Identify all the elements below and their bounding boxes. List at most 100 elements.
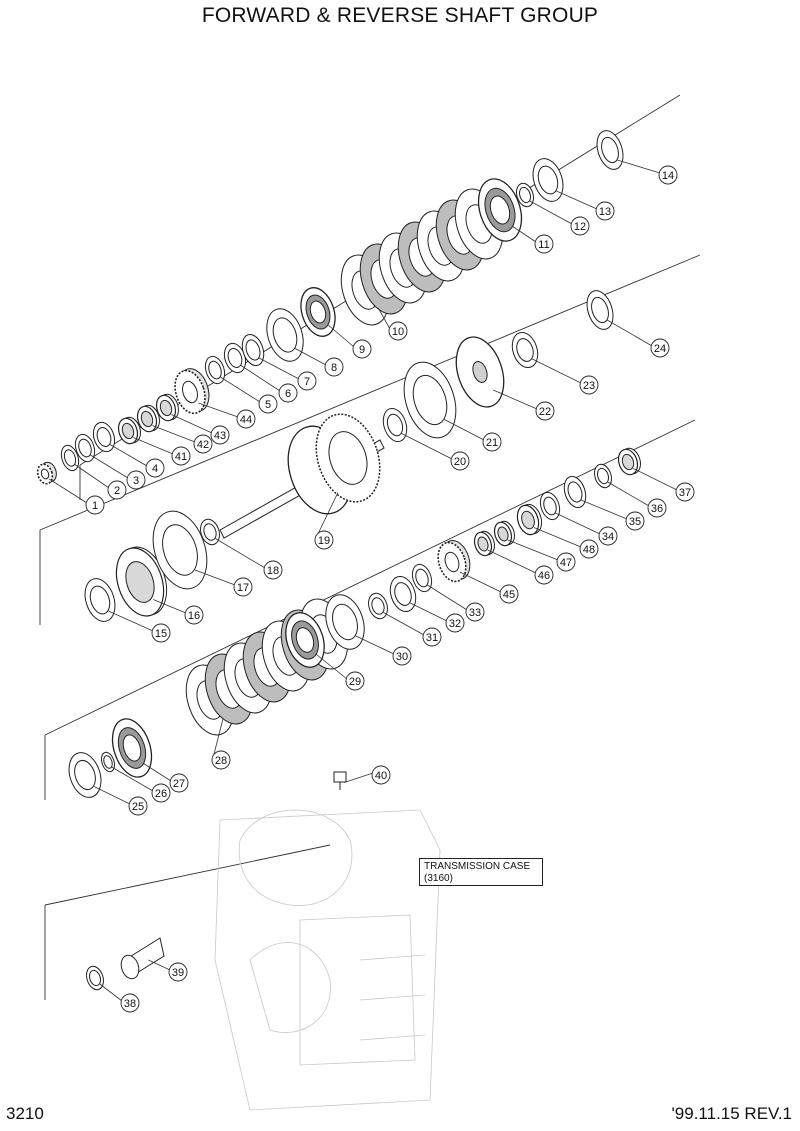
callout-bubble-15 (151, 623, 171, 643)
callout-bubble-33 (465, 602, 485, 622)
callout-46: 46 (534, 565, 554, 585)
callout-15: 15 (151, 623, 171, 643)
callout-bubble-6 (278, 383, 298, 403)
callout-number: 40 (375, 770, 387, 782)
leader-7 (258, 357, 300, 380)
part-15 (84, 578, 116, 622)
callout-number: 23 (583, 380, 595, 392)
callout-bubble-45 (499, 584, 519, 604)
part-17 (152, 510, 208, 590)
part-16 (115, 546, 168, 617)
page-title: FORWARD & REVERSE SHAFT GROUP (201, 4, 599, 27)
callout-number: 44 (240, 414, 252, 426)
leader-45 (459, 571, 502, 593)
leader-43 (171, 414, 213, 434)
leader-30 (355, 635, 395, 655)
callout-number: 25 (132, 801, 144, 813)
callout-bubble-21 (482, 432, 502, 452)
callout-bubble-28 (211, 750, 231, 770)
part-18-inner (203, 523, 217, 541)
leader-29 (315, 653, 348, 680)
parts-layer (36, 130, 641, 991)
leader-2 (74, 464, 110, 489)
part-43 (155, 393, 179, 422)
part-12 (516, 182, 534, 208)
callout-bubble-41 (171, 446, 191, 466)
part-47-bore (497, 526, 509, 542)
callout-22: 22 (535, 401, 555, 421)
part-35-inner (567, 481, 583, 503)
part-4-inner (96, 427, 112, 447)
callout-41: 41 (171, 446, 191, 466)
case-outline-1 (214, 809, 441, 1111)
callout-bubble-38 (120, 993, 140, 1013)
part-13 (532, 158, 564, 202)
part-11-bore (489, 195, 511, 225)
callout-13: 13 (595, 201, 615, 221)
part-27-bore (122, 734, 142, 762)
part-24-inner (591, 296, 609, 324)
part-37 (617, 447, 641, 476)
leader-17 (194, 569, 236, 586)
callout-bubble-2 (107, 480, 127, 500)
callout-39: 39 (168, 962, 188, 982)
callout-number: 28 (215, 755, 227, 767)
callout-30: 30 (392, 646, 412, 666)
part-2-inner (63, 449, 77, 467)
callout-40: 40 (371, 765, 391, 785)
part-30 (325, 594, 365, 650)
leader-36 (607, 481, 650, 507)
leader-46 (487, 549, 537, 574)
callout-number: 15 (155, 628, 167, 640)
callout-32: 32 (445, 613, 465, 633)
transmission-case-label: TRANSMISSION CASE (3160) (419, 858, 543, 886)
callout-number: 43 (214, 430, 226, 442)
part-46-bore (477, 536, 489, 552)
leader-40 (344, 772, 374, 783)
callout-36: 36 (647, 498, 667, 518)
group-frame-3 (44, 419, 696, 800)
callout-29: 29 (345, 671, 365, 691)
part-23 (511, 331, 539, 369)
leader-9 (327, 324, 355, 348)
callout-number: 45 (503, 589, 515, 601)
page-number: 3210 (6, 1104, 44, 1123)
callout-bubble-11 (534, 234, 554, 254)
leader-10 (377, 307, 391, 330)
leader-35 (580, 499, 628, 520)
callout-number: 20 (454, 456, 466, 468)
leader-26 (111, 766, 154, 792)
callout-number: 11 (538, 239, 549, 251)
part-29-bore (295, 627, 315, 653)
callout-8: 8 (324, 357, 344, 377)
callout-bubble-32 (445, 613, 465, 633)
part-31-inner (371, 597, 385, 615)
callout-number: 21 (486, 437, 498, 449)
leader-11 (511, 225, 537, 243)
leader-34 (555, 512, 601, 535)
callout-number: 29 (349, 676, 361, 688)
leader-24 (606, 319, 653, 347)
callout-16: 16 (184, 605, 204, 625)
leader-28 (212, 717, 224, 759)
callout-47: 47 (556, 552, 576, 572)
part-15-inner (89, 585, 111, 615)
callout-1: 1 (85, 495, 105, 515)
callout-bubble-12 (570, 216, 590, 236)
callout-number: 16 (188, 610, 200, 622)
callout-number: 8 (331, 362, 337, 374)
callout-7: 7 (297, 371, 317, 391)
leader-25 (93, 786, 131, 805)
callout-44: 44 (236, 409, 256, 429)
callout-bubble-40 (371, 765, 391, 785)
leader-32 (410, 602, 448, 622)
callout-number: 9 (359, 344, 365, 356)
part-46 (473, 530, 495, 557)
leader-16 (153, 599, 187, 614)
callout-number: 14 (662, 170, 674, 182)
callout-number: 30 (396, 651, 408, 663)
callout-bubble-30 (392, 646, 412, 666)
part-29 (285, 612, 325, 668)
